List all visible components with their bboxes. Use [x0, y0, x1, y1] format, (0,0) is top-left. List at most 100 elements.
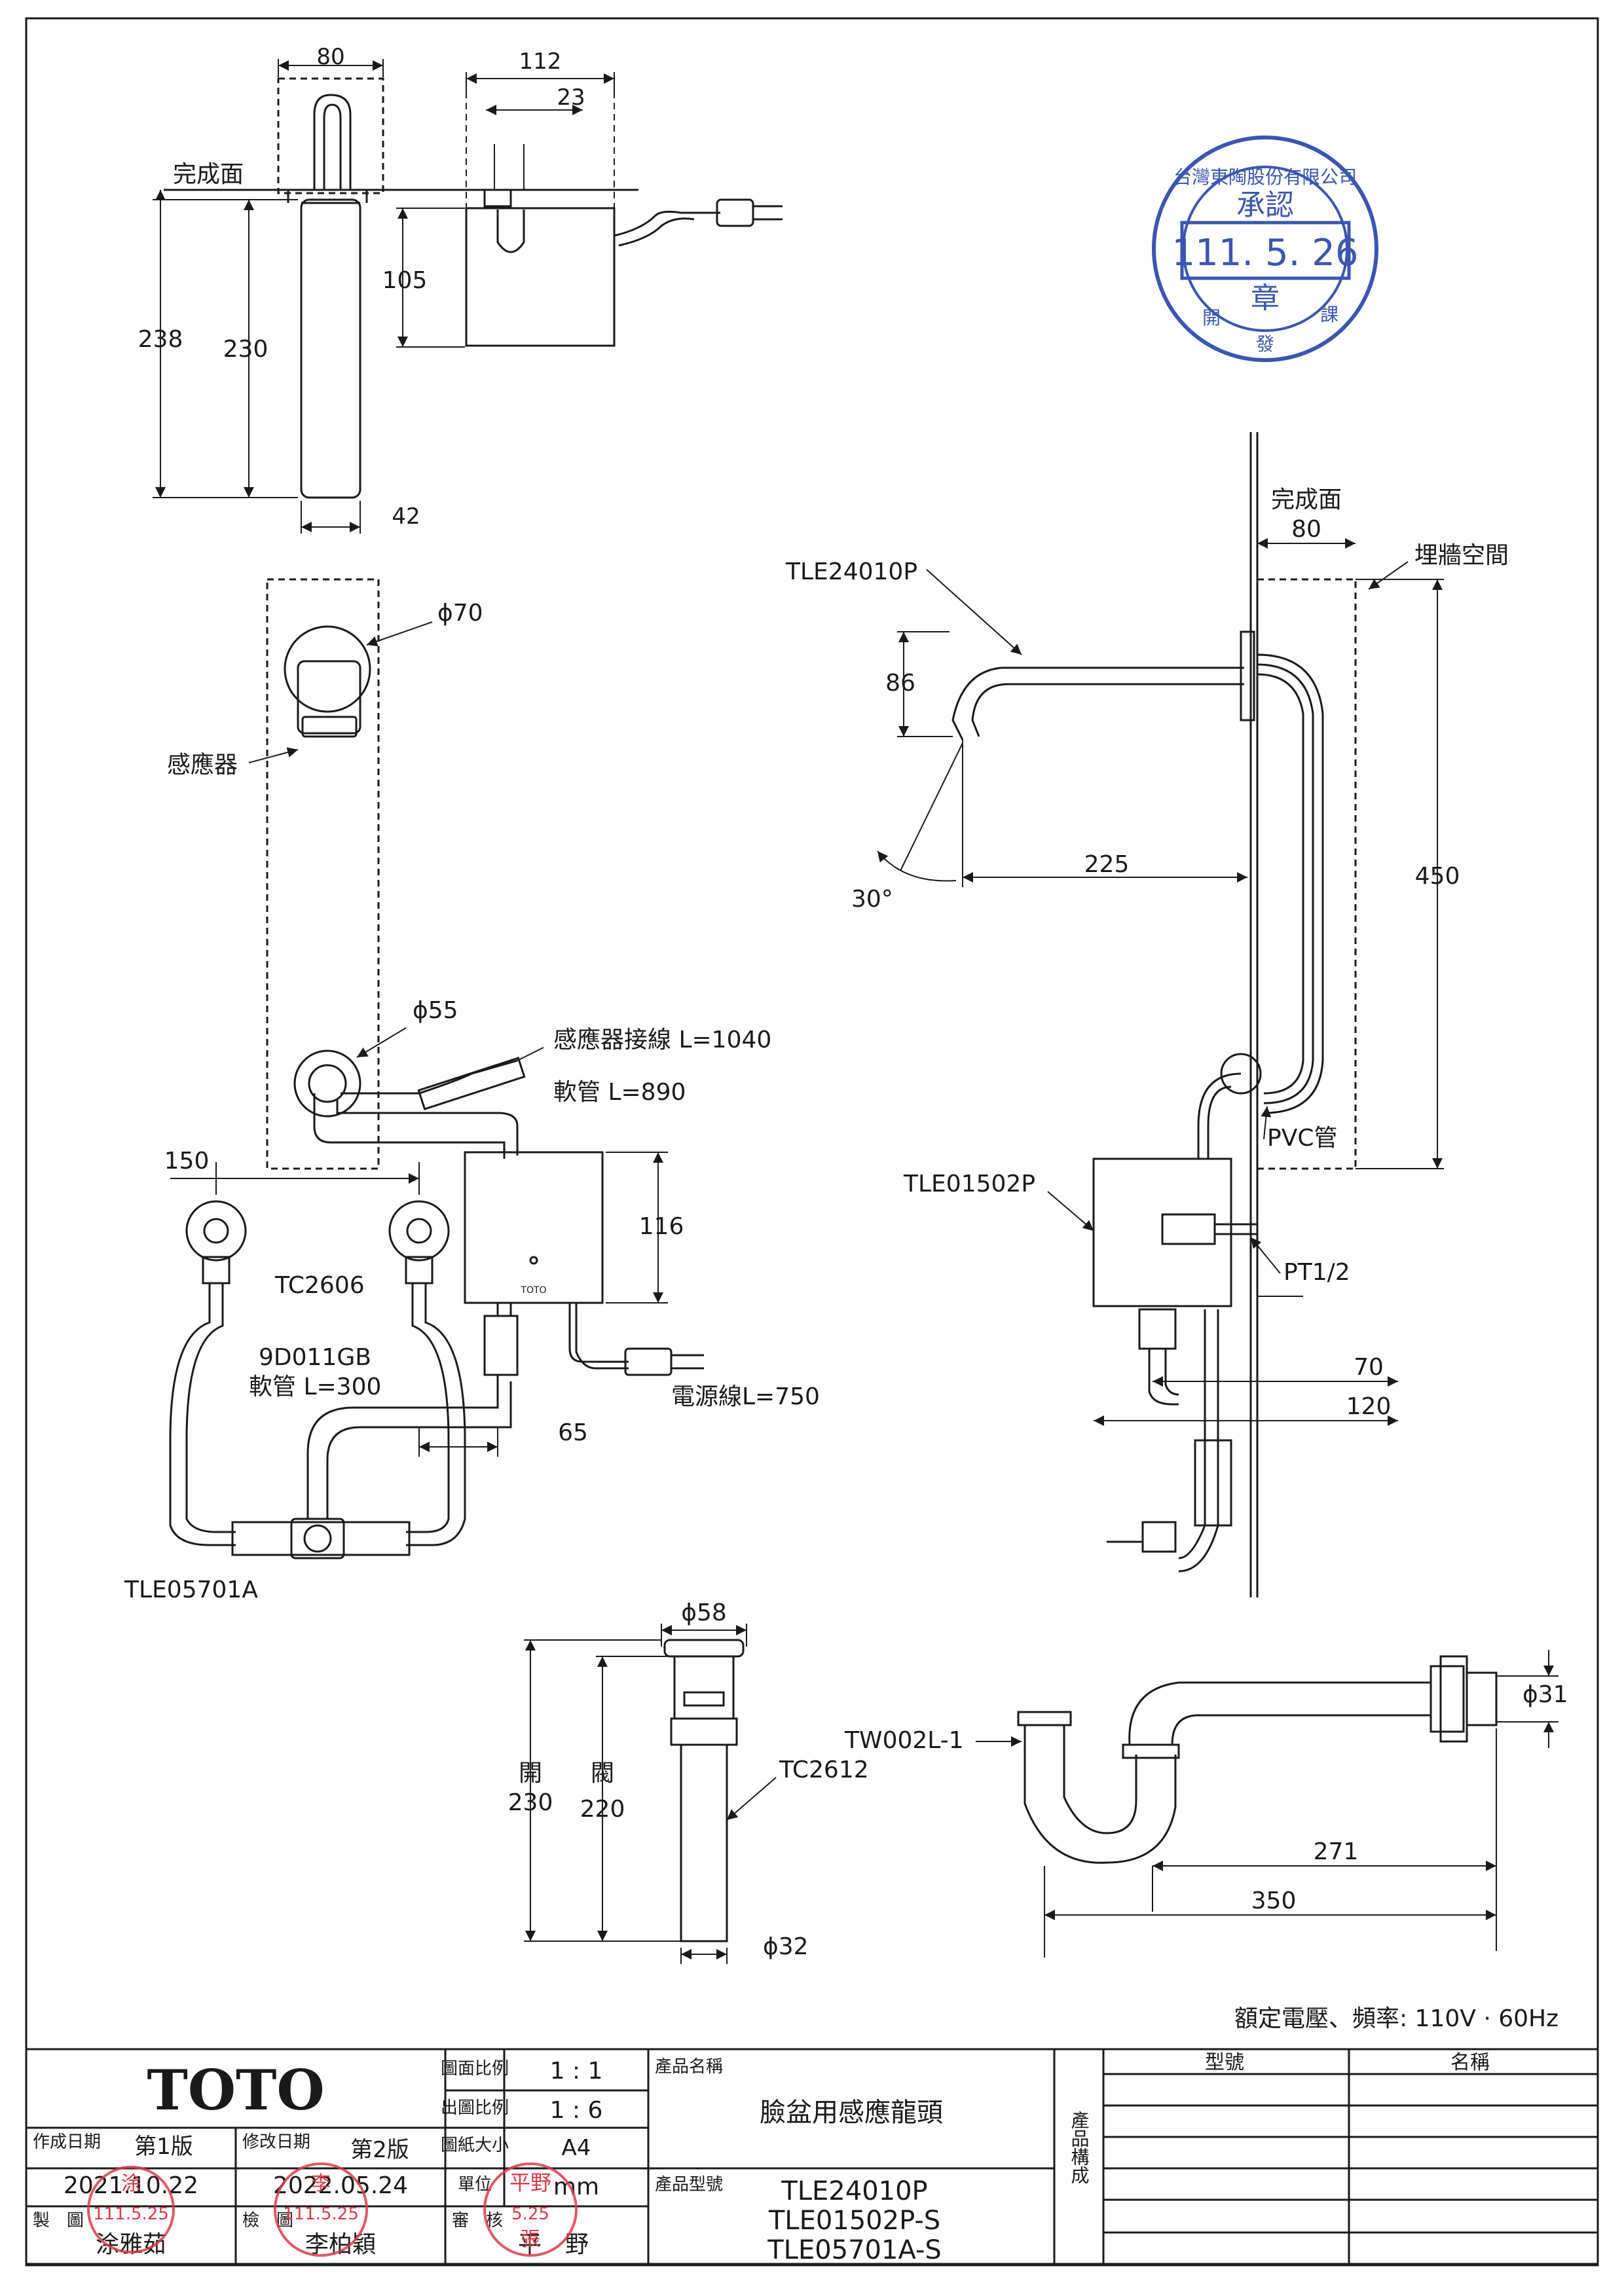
stamp-org: 台灣東陶股份有限公司 [1173, 166, 1357, 188]
created-date: 2021.10.22 [64, 2172, 198, 2199]
revised-label: 修改日期 [242, 2132, 310, 2152]
stamp-word: 承認 [1236, 189, 1294, 222]
faucet-model: TLE24010P [785, 558, 917, 585]
scale-value: 1 : 1 [550, 2058, 603, 2085]
drain-dim-bottom: ϕ32 [763, 1933, 809, 1960]
rating-note: 額定電壓、頻率: 110V · 60Hz [1234, 2005, 1559, 2032]
dim-body-height: 230 [223, 336, 268, 363]
pvc-label: PVC管 [1267, 1125, 1337, 1152]
hose-model: 9D011GB [259, 1344, 371, 1371]
top-view-box [396, 72, 783, 348]
side-box-model: TLE01502P [903, 1171, 1035, 1197]
stamp3-name: 平野 [509, 2170, 551, 2195]
drain-dim-220: 220 [580, 1796, 625, 1823]
checked-label: 檢 圖 [242, 2211, 293, 2231]
approved-by: 平 野 [518, 2231, 589, 2258]
dim-top-width: 80 [316, 44, 344, 70]
drawn-label: 製 圖 [33, 2211, 84, 2231]
toto-brand: TOTO [147, 2058, 324, 2123]
dim-box-offset: 23 [557, 84, 585, 111]
stamp-dept-right: 課 [1320, 304, 1338, 325]
power-cord-label: 電源線L=750 [671, 1383, 820, 1410]
wall-space-label: 埋牆空間 [1414, 542, 1509, 569]
stamp2-name: 李 [311, 2172, 331, 2195]
box-brand: TOTO [520, 1285, 546, 1296]
finish-surface-label: 完成面 [173, 161, 244, 188]
trap-dim-271: 271 [1314, 1838, 1359, 1865]
sensor-label: 感應器 [167, 752, 238, 778]
hose-length: 軟管 L=300 [249, 1374, 381, 1400]
trap-model: TW002L-1 [844, 1727, 964, 1754]
side-finish-label: 完成面 [1271, 486, 1342, 513]
dim-wall-80: 80 [1291, 516, 1321, 543]
print-scale-label: 出圖比例 [441, 2098, 509, 2118]
dim-box-height: 105 [382, 267, 428, 294]
model-1: TLE24010P [781, 2176, 927, 2206]
model-3: TLE05701A-S [767, 2235, 942, 2265]
paper-value: A4 [562, 2135, 591, 2161]
stamp-dept-left: 開 [1202, 307, 1221, 329]
dim-reach: 225 [1084, 851, 1130, 878]
stamp-seal: 章 [1251, 282, 1280, 315]
revised-date: 2022.05.24 [273, 2172, 408, 2199]
drain-close-label: 閥 [591, 1760, 614, 1787]
paper-label: 圖紙大小 [441, 2136, 509, 2155]
thread-label: PT1/2 [1283, 1259, 1350, 1286]
front-view [169, 578, 704, 1559]
stamp1-date: 111.5.25 [93, 2204, 169, 2224]
stamp1-name: 涂 [121, 2172, 141, 2195]
trap-dim-350: 350 [1251, 1887, 1297, 1914]
edition-2: 第2版 [350, 2137, 409, 2163]
product-model-label: 產品型號 [655, 2175, 723, 2195]
checked-by: 李柏穎 [305, 2231, 376, 2258]
unit-label: 單位 [458, 2175, 492, 2195]
dim-box-front-height: 116 [639, 1213, 684, 1240]
comp-model-header: 型號 [1205, 2051, 1244, 2074]
edition-1: 第1版 [134, 2134, 193, 2160]
dim-escutcheon: ϕ55 [413, 997, 458, 1024]
trap-view [976, 1650, 1559, 1958]
drain-model: TC2612 [779, 1757, 869, 1783]
dim-total-height: 238 [138, 326, 183, 353]
spray-angle: 30° [851, 886, 893, 913]
dim-depth-450: 450 [1415, 863, 1460, 890]
sheet-border [25, 17, 1599, 2265]
print-scale-value: 1 : 6 [550, 2097, 603, 2124]
stamp2-date: 111.5.25 [283, 2204, 359, 2224]
mixer-model: TLE05701A [124, 1576, 258, 1603]
title-block [25, 2048, 1599, 2267]
stamp-dept-mid: 發 [1256, 333, 1274, 355]
drain-open-label: 開 [519, 1760, 542, 1787]
created-label: 作成日期 [33, 2132, 101, 2152]
comp-name-header: 名稱 [1450, 2051, 1490, 2074]
stamp3-date: 5.25 [511, 2204, 549, 2224]
drain-dim-top: ϕ58 [681, 1599, 727, 1626]
dim-bottom-width: 42 [392, 503, 420, 530]
side-view [877, 432, 1444, 1597]
dim-box-width: 112 [519, 48, 562, 75]
valve-model: TC2606 [274, 1272, 365, 1299]
product-name-label: 產品名稱 [655, 2057, 723, 2077]
red-stamps [87, 2162, 578, 2257]
drain-view [524, 1624, 777, 1964]
dim-spacing: 150 [164, 1148, 210, 1175]
scale-label: 圖面比例 [441, 2059, 509, 2079]
unit-value: mm [553, 2174, 599, 2200]
approved-label: 審 核 [452, 2211, 503, 2231]
sensor-cable-label: 感應器接線 L=1040 [553, 1027, 771, 1053]
dim-spout-height: 86 [885, 670, 915, 697]
top-view-faucet [153, 59, 638, 534]
product-name: 臉盆用感應龍頭 [760, 2098, 943, 2128]
approval-stamp [1152, 136, 1378, 362]
stamp-date: 111. 5. 26 [1172, 232, 1359, 274]
dim-flange: ϕ70 [437, 600, 483, 627]
composition-label: 產品構成 [1069, 2111, 1090, 2184]
drain-dim-230: 230 [508, 1789, 553, 1816]
dim-70: 70 [1354, 1354, 1384, 1381]
model-2: TLE01502P-S [768, 2206, 940, 2236]
trap-dim-pipe: ϕ31 [1522, 1681, 1568, 1708]
hose-label: 軟管 L=890 [553, 1079, 686, 1106]
stamp3-sub: 張 [521, 2228, 540, 2251]
dim-65: 65 [558, 1419, 588, 1446]
